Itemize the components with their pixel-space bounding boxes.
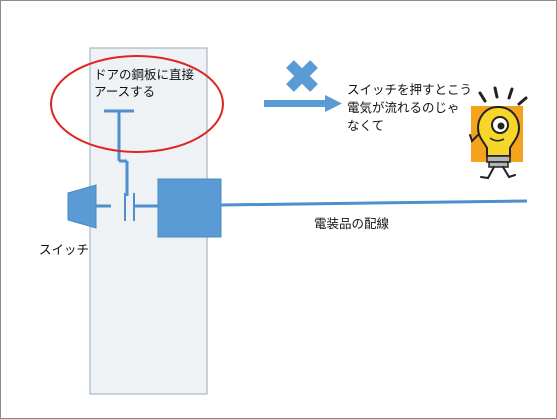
- right-arrow-icon: [264, 95, 342, 112]
- switch-body: [67, 184, 97, 229]
- wiring-label: 電装品の配線: [314, 216, 390, 231]
- equipment-box: [157, 178, 222, 238]
- lightbulb-character-icon: [469, 86, 528, 180]
- ground-symbol: [104, 109, 134, 196]
- highlight-circle: [50, 55, 224, 153]
- x-mark-icon: [286, 60, 318, 92]
- claim-line2: 電気が流れるのじゃ: [347, 100, 460, 115]
- claim-line1: スイッチを押すとこう: [347, 82, 473, 97]
- door-note-line2: アースする: [94, 84, 156, 99]
- door-note-line1: ドアの鋼板に直接: [94, 67, 195, 82]
- claim-line3: なくて: [347, 118, 385, 133]
- wiring-line: [220, 199, 528, 207]
- switch-label: スイッチ: [39, 242, 90, 257]
